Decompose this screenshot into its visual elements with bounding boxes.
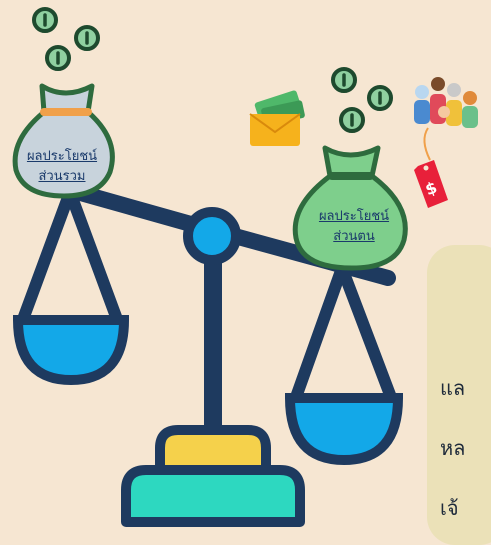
scale-pillar bbox=[204, 238, 222, 433]
money-envelope-icon bbox=[249, 90, 305, 146]
price-tag-icon bbox=[414, 127, 448, 208]
info-card bbox=[427, 245, 491, 545]
scale-base bbox=[121, 425, 305, 527]
right-bag-label: ผลประโยชน์ ส่วนตน bbox=[306, 207, 402, 247]
left-bag-label-line1: ผลประโยชน์ bbox=[26, 149, 98, 164]
info-card-line-2: หล bbox=[440, 436, 466, 460]
info-card-line-1: แล bbox=[440, 376, 466, 400]
left-bag-label-line2: ส่วนรวม bbox=[38, 169, 86, 184]
coin-slot-marks bbox=[43, 13, 382, 127]
left-pan-strings bbox=[16, 186, 124, 328]
right-pan-strings bbox=[289, 262, 398, 406]
left-pan bbox=[12, 315, 130, 386]
left-money-bag bbox=[12, 83, 115, 199]
family-icon bbox=[414, 77, 478, 128]
scale-pivot bbox=[183, 207, 241, 265]
balance-scale-illustration: $ bbox=[12, 7, 478, 527]
info-card-line-3: เจ้ bbox=[440, 496, 459, 520]
right-pan bbox=[284, 393, 404, 466]
right-bag-label-line2: ส่วนตน bbox=[333, 229, 375, 244]
left-bag-label: ผลประโยชน์ ส่วนรวม bbox=[12, 147, 112, 187]
right-bag-label-line1: ผลประโยชน์ bbox=[318, 209, 390, 224]
right-money-bag bbox=[292, 145, 408, 271]
